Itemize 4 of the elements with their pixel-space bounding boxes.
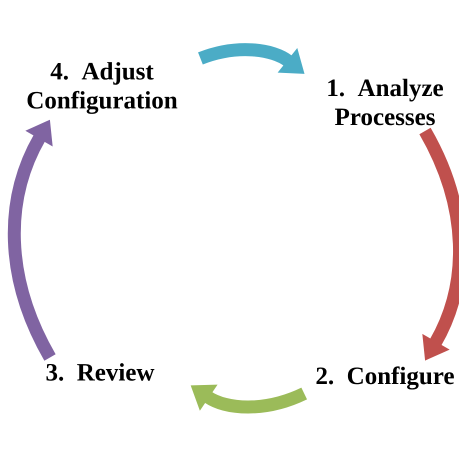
step-label: 1. Analyze Processes (328, 78, 443, 126)
step-label: 4. Adjust Configuration (28, 62, 178, 114)
step-label: 3. Review (46, 363, 154, 381)
step-label: 2. Configure (316, 366, 454, 390)
